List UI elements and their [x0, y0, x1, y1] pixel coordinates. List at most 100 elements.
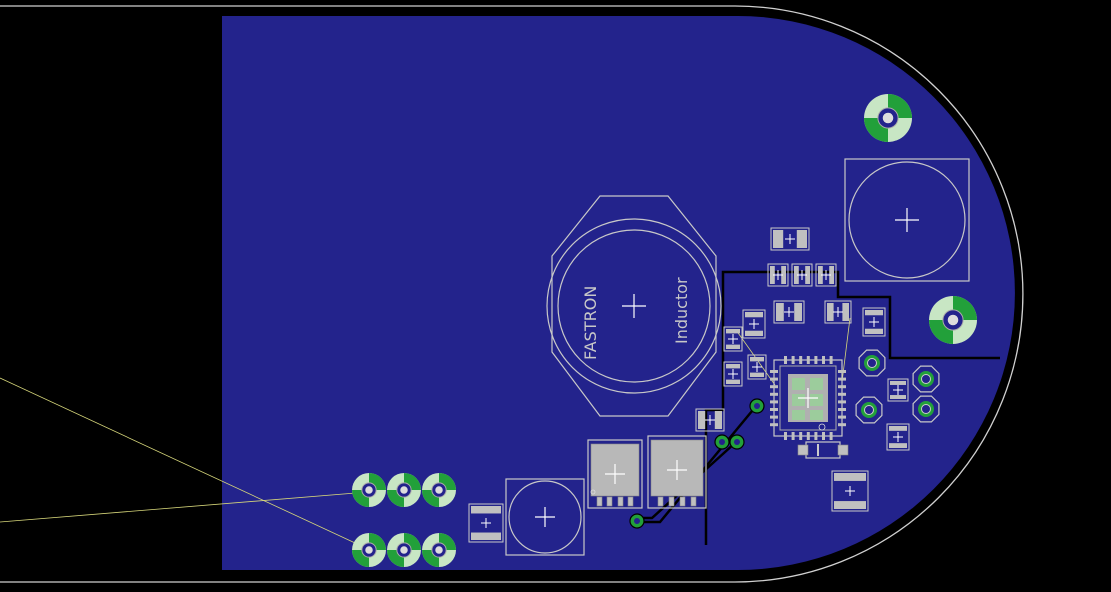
- ic-pin: [829, 432, 833, 440]
- through-hole-pad[interactable]: [352, 533, 386, 567]
- ic-pin: [829, 356, 833, 364]
- smd-pad: [889, 426, 907, 431]
- smd-pad: [726, 379, 740, 384]
- ic-pin: [806, 356, 810, 364]
- via[interactable]: [714, 434, 730, 450]
- smd-pad: [865, 310, 883, 316]
- mosfet-1[interactable]: [587, 439, 643, 509]
- via[interactable]: [858, 349, 886, 377]
- through-hole-pad[interactable]: [422, 473, 456, 507]
- smd-pad: [834, 473, 866, 481]
- ic-pin: [814, 432, 818, 440]
- smd-component[interactable]: [886, 423, 910, 451]
- smd-pad: [471, 532, 501, 540]
- smd-pad: [773, 230, 784, 248]
- through-hole-pads[interactable]: [352, 94, 977, 567]
- ic-pin: [838, 370, 846, 373]
- smd-pad: [471, 506, 501, 514]
- smd-component[interactable]: [824, 300, 852, 324]
- smd-pad: [726, 364, 740, 369]
- ic-pin: [770, 385, 778, 389]
- via[interactable]: [749, 398, 765, 414]
- ic-pin: [838, 408, 846, 411]
- ic-pin: [838, 400, 846, 404]
- smd-component[interactable]: [723, 361, 743, 387]
- smd-pad: [842, 303, 849, 321]
- through-hole-pad[interactable]: [864, 94, 912, 142]
- ic-pin: [838, 385, 846, 389]
- ic-pin: [770, 415, 778, 419]
- smd-pad: [750, 372, 764, 377]
- ic-pin: [784, 356, 787, 364]
- smd-pad: [834, 501, 866, 509]
- smd-pad: [829, 266, 834, 284]
- smd-pad: [796, 230, 807, 248]
- ic-pin: [838, 423, 846, 427]
- smd-component[interactable]: [742, 309, 766, 339]
- smd-pad: [805, 266, 810, 284]
- ic-pin: [770, 370, 778, 373]
- smd-component[interactable]: [773, 300, 805, 324]
- smd-component[interactable]: [831, 470, 869, 512]
- smd-pad: [714, 411, 722, 429]
- ic-pin: [806, 432, 810, 440]
- smd-component[interactable]: [887, 378, 909, 402]
- capacitor-small[interactable]: [505, 478, 585, 556]
- through-hole-pad[interactable]: [352, 473, 386, 507]
- ic-pin: [784, 432, 787, 440]
- ic-pin: [770, 377, 778, 381]
- smd-pad: [726, 329, 740, 334]
- ic-pin: [791, 432, 795, 440]
- ic-pin: [799, 356, 803, 364]
- smd-component[interactable]: [791, 263, 813, 287]
- ic-pin: [770, 400, 778, 404]
- signal-vias[interactable]: [629, 349, 940, 529]
- smd-pad: [781, 266, 786, 284]
- board-outline: [0, 5, 1024, 583]
- via[interactable]: [912, 365, 940, 393]
- ic-pin: [822, 356, 825, 364]
- smd-component[interactable]: [770, 227, 810, 251]
- smd-component[interactable]: [468, 503, 504, 543]
- ic-pin: [770, 392, 778, 396]
- ic-pin: [838, 377, 846, 381]
- diode[interactable]: [797, 441, 849, 459]
- controller-ic[interactable]: [770, 356, 846, 440]
- via[interactable]: [855, 396, 883, 424]
- via[interactable]: [912, 395, 940, 423]
- ic-pin: [838, 392, 846, 396]
- ic-pin: [770, 408, 778, 411]
- smd-component[interactable]: [747, 354, 767, 380]
- ic-pin: [791, 356, 795, 364]
- capacitor-large[interactable]: [844, 158, 970, 282]
- via[interactable]: [629, 513, 645, 529]
- smd-component[interactable]: [815, 263, 837, 287]
- smd-component[interactable]: [695, 408, 725, 432]
- ic-pin: [799, 432, 803, 440]
- smd-pad: [889, 443, 907, 448]
- copper-pour: [222, 16, 1015, 570]
- smd-pad: [745, 330, 763, 336]
- through-hole-pad[interactable]: [387, 533, 421, 567]
- through-hole-pad[interactable]: [422, 533, 456, 567]
- via[interactable]: [729, 434, 745, 450]
- smd-pad: [890, 395, 906, 399]
- smd-pad: [726, 344, 740, 349]
- smd-pad: [770, 266, 775, 284]
- inductor-type-label: Inductor: [672, 277, 691, 344]
- inductor-brand-label: FASTRON: [581, 286, 600, 360]
- smd-component[interactable]: [767, 263, 789, 287]
- smd-passives[interactable]: [468, 227, 910, 543]
- smd-pad: [745, 312, 763, 318]
- through-hole-pad[interactable]: [929, 296, 977, 344]
- smd-component[interactable]: [862, 307, 886, 337]
- fastron-inductor[interactable]: FASTRON Inductor: [546, 195, 722, 417]
- ic-pin: [822, 432, 825, 440]
- smd-component[interactable]: [723, 326, 743, 352]
- ic-pin: [770, 423, 778, 427]
- mosfet-2[interactable]: [647, 435, 707, 509]
- ic-pin: [814, 356, 818, 364]
- smd-pad: [750, 357, 764, 362]
- through-hole-pad[interactable]: [387, 473, 421, 507]
